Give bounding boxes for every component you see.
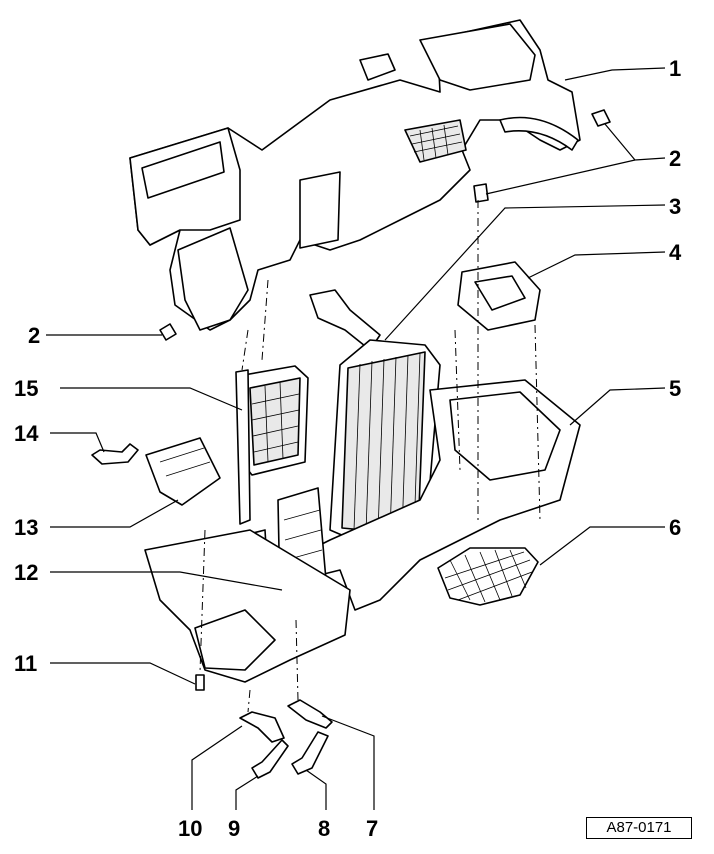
callout-8: 8 xyxy=(318,816,330,841)
callout-4: 4 xyxy=(669,240,682,265)
callout-labels: 1 2 3 4 5 6 2 15 14 13 12 11 10 9 8 7 xyxy=(14,56,682,841)
leader-lines xyxy=(46,67,666,810)
hose-part-9 xyxy=(251,739,289,779)
callout-14: 14 xyxy=(14,421,39,446)
callout-2-right: 2 xyxy=(669,146,681,171)
callout-5: 5 xyxy=(669,376,681,401)
callout-1: 1 xyxy=(669,56,681,81)
assembly-guide-lines xyxy=(199,200,541,713)
lower-tray xyxy=(144,529,351,683)
callout-6: 6 xyxy=(669,515,681,540)
clip-part-2-left xyxy=(159,323,177,341)
callout-10: 10 xyxy=(178,816,202,841)
callout-12: 12 xyxy=(14,560,38,585)
duct-part-4 xyxy=(457,261,541,331)
lever-part-10 xyxy=(239,711,285,743)
grille-part-6 xyxy=(437,547,539,606)
callout-7: 7 xyxy=(366,816,378,841)
cover-part-13 xyxy=(145,437,221,506)
callout-11: 11 xyxy=(14,651,37,676)
callout-3: 3 xyxy=(669,194,681,219)
callout-9: 9 xyxy=(228,816,240,841)
lower-housing-part-5 xyxy=(289,379,581,611)
screw-part-11 xyxy=(195,674,205,691)
callout-15: 15 xyxy=(14,376,38,401)
callout-13: 13 xyxy=(14,515,38,540)
upper-housing-part-1 xyxy=(129,19,581,331)
figure-reference-label: A87-0171 xyxy=(586,817,692,839)
evaporator-part-3 xyxy=(309,289,441,549)
callout-2-left: 2 xyxy=(28,323,40,348)
hose-part-8 xyxy=(291,731,329,775)
clip-part-2-right xyxy=(473,109,611,203)
bracket-part-14 xyxy=(91,443,139,465)
lever-part-7 xyxy=(287,699,333,729)
